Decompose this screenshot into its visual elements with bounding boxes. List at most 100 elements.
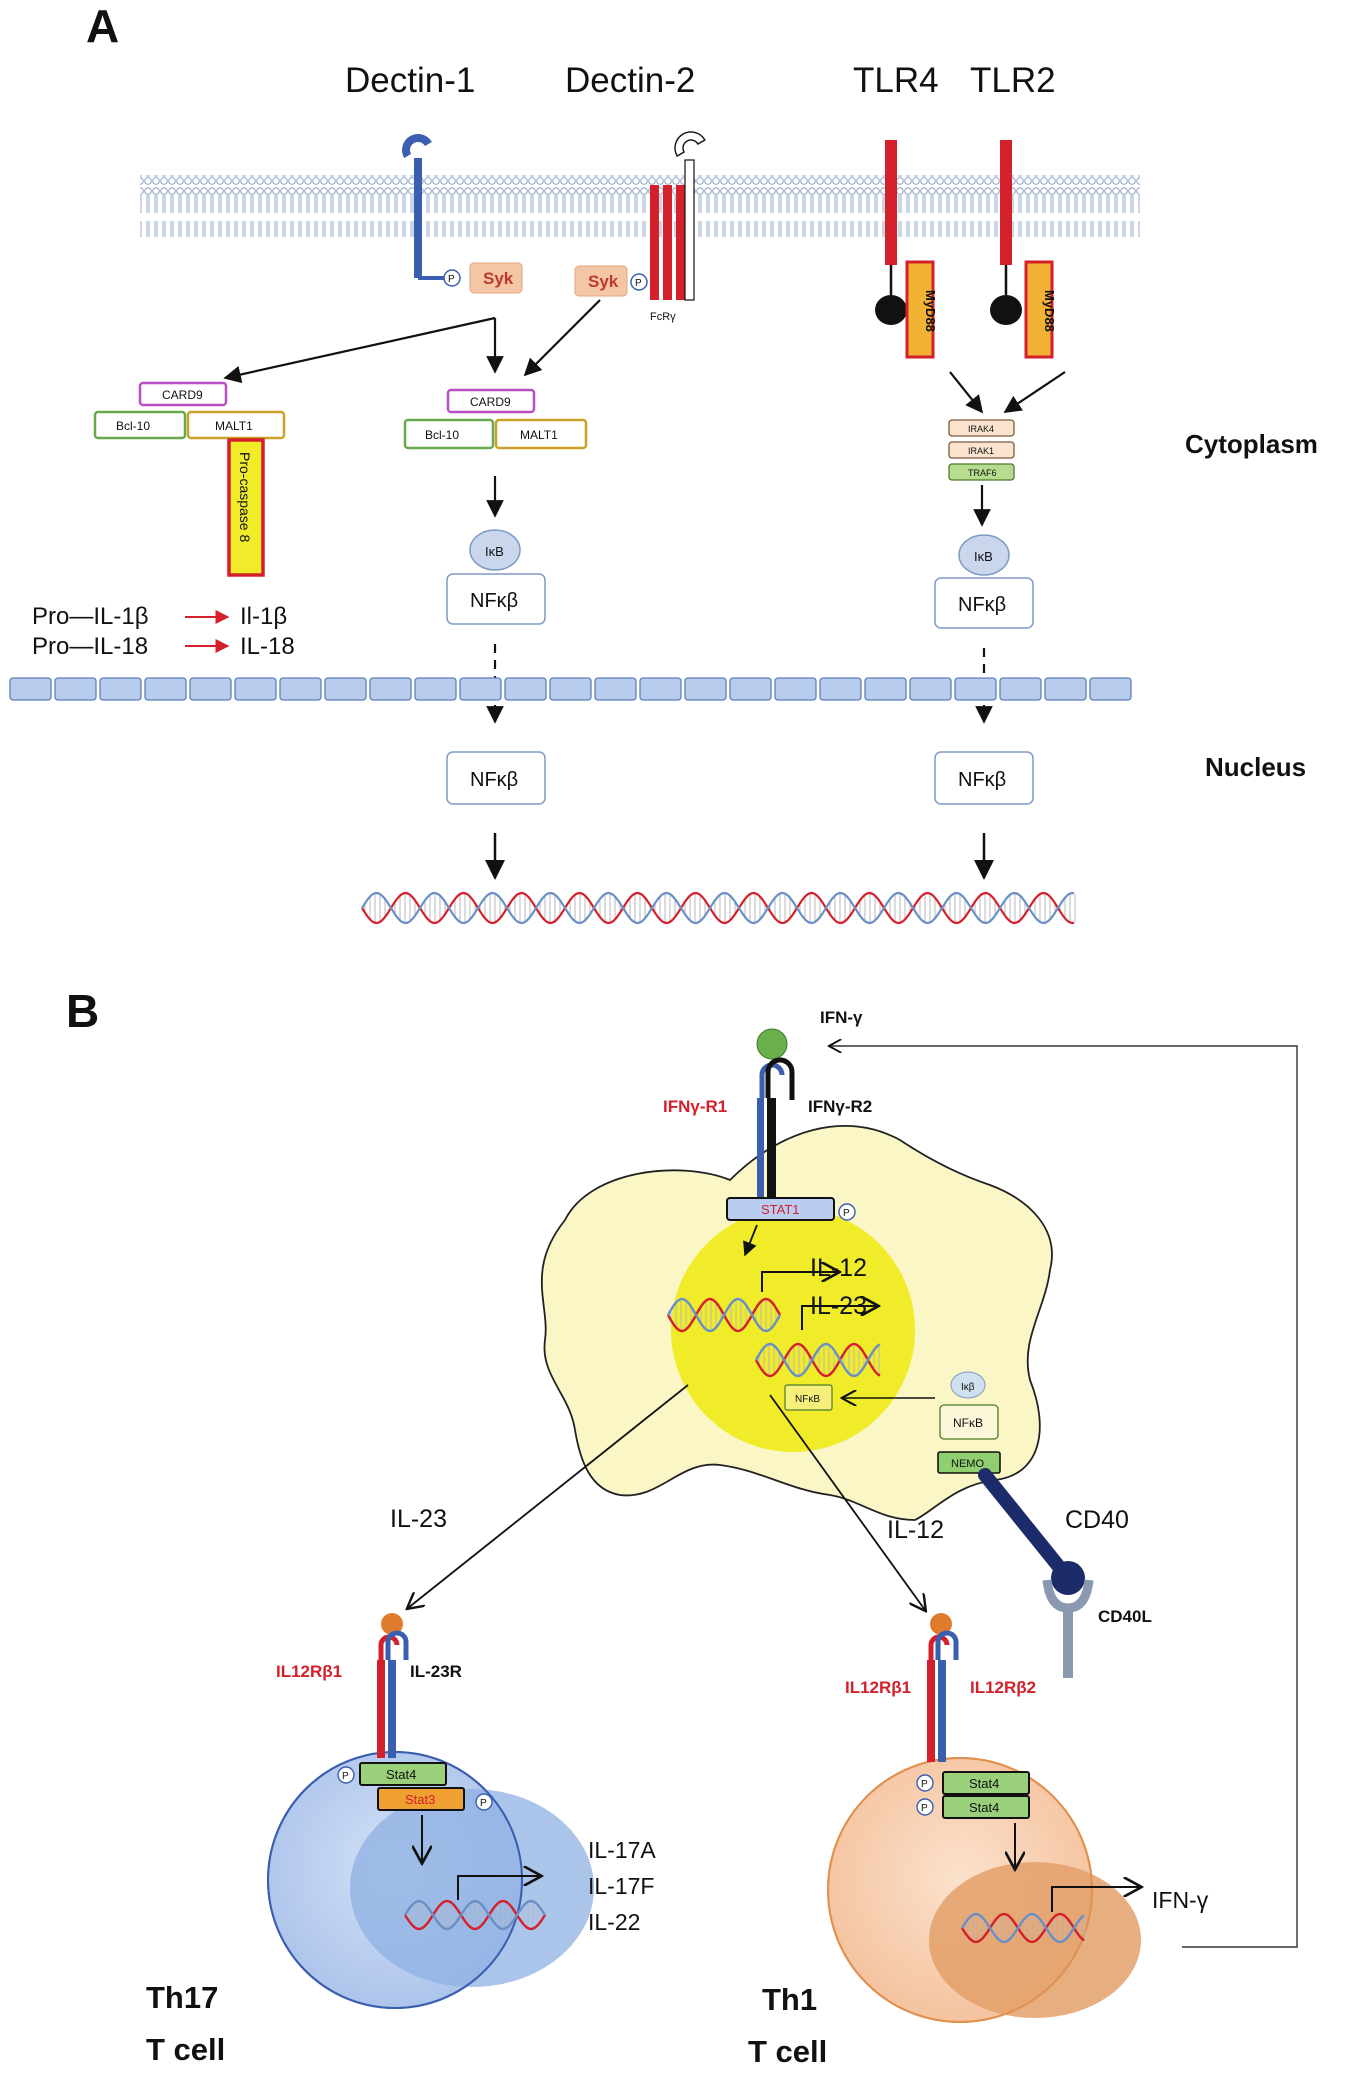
arrow-tlr2-irak bbox=[1003, 371, 1066, 413]
il12rb1-left-stem bbox=[377, 1660, 385, 1758]
cytoplasm-label: Cytoplasm bbox=[1185, 429, 1318, 459]
il22-label: IL-22 bbox=[588, 1909, 640, 1935]
stat3-phospho-label: P bbox=[480, 1798, 487, 1809]
myd88-tlr4-label: MyD88 bbox=[923, 290, 938, 332]
dna-helix-panel-a bbox=[361, 891, 1076, 925]
il12-out-label: IL-12 bbox=[810, 1254, 867, 1282]
nuclear-pore-segment-13 bbox=[594, 677, 637, 701]
irak1-label: IRAK1 bbox=[968, 446, 994, 456]
irak4-label: IRAK4 bbox=[968, 424, 994, 434]
nuclear-pore-segment-2 bbox=[99, 677, 142, 701]
irak-traf-stack: IRAK4 IRAK1 TRAF6 bbox=[948, 419, 1015, 481]
card9-complex-left: CARD9 Bcl-10 MALT1 Pro-caspase 8 bbox=[93, 381, 286, 577]
il23r-label: IL-23R bbox=[410, 1662, 462, 1681]
arrow-stat1-nucleus bbox=[743, 1224, 758, 1257]
pro-il1b-label: Pro—IL-1β bbox=[32, 603, 149, 630]
stat4-th17-label: Stat4 bbox=[386, 1767, 416, 1782]
nfkb-cyto-left-label: NFκβ bbox=[470, 590, 518, 612]
tlr2-label: TLR2 bbox=[970, 61, 1056, 100]
th1-cell-outline bbox=[827, 1757, 1093, 2023]
fcr-label: FcRγ bbox=[650, 311, 676, 323]
nuclear-pore-segment-12 bbox=[549, 677, 592, 701]
ikb-right-label: IκB bbox=[974, 549, 993, 564]
nuclear-pore-segment-22 bbox=[999, 677, 1042, 701]
nuclear-pore-segment-21 bbox=[954, 677, 997, 701]
nfkb-cyto-right bbox=[934, 577, 1034, 629]
dna-helix-th17 bbox=[403, 1899, 547, 1931]
dectin1-receptor: P Syk bbox=[402, 134, 523, 294]
ifngr2-cap bbox=[765, 1057, 795, 1100]
th1-label-line2: T cell bbox=[748, 2034, 827, 2069]
stat4-b-phospho-label: P bbox=[921, 1803, 928, 1814]
malt1-mid-label: MALT1 bbox=[520, 428, 558, 442]
dectin2-label: Dectin-2 bbox=[565, 61, 695, 100]
procaspase8-label: Pro-caspase 8 bbox=[237, 452, 253, 542]
nuclear-pore-segment-23 bbox=[1044, 677, 1087, 701]
dectin2-phospho: P bbox=[635, 278, 642, 289]
nuclear-pore-segment-1 bbox=[54, 677, 97, 701]
il12-transcription-arrow bbox=[761, 1272, 838, 1292]
nfkb-nuc-left bbox=[446, 751, 546, 805]
il23-out-label: IL-23 bbox=[810, 1292, 867, 1320]
ifngr1-label: IFNγ-R1 bbox=[663, 1097, 727, 1116]
nuclear-pore-segment-15 bbox=[684, 677, 727, 701]
cd40-head bbox=[1051, 1561, 1085, 1595]
th17-label-line2: T cell bbox=[146, 2032, 225, 2067]
nuclear-pore-segment-19 bbox=[864, 677, 907, 701]
ikb-macrophage-label: Iκβ bbox=[961, 1382, 975, 1393]
ifng-top-label: IFN-γ bbox=[820, 1008, 863, 1027]
stat1-box bbox=[726, 1197, 835, 1221]
dna-helix-th1 bbox=[960, 1912, 1086, 1944]
il12rb2-cap bbox=[935, 1630, 959, 1660]
ifng-th1-label: IFN-γ bbox=[1152, 1887, 1209, 1913]
malt1-left-label: MALT1 bbox=[215, 419, 253, 433]
il12rb2-label: IL12Rβ2 bbox=[970, 1678, 1036, 1697]
dectin2-receptor: FcRγ P Syk bbox=[574, 131, 706, 323]
tlr2-receptor: MyD88 bbox=[990, 140, 1057, 359]
dnaA-strand-red bbox=[361, 891, 1075, 925]
il23-transcription-arrow bbox=[801, 1306, 877, 1330]
stat1-phospho-label: P bbox=[843, 1208, 850, 1219]
stat4-th1-a-box bbox=[942, 1771, 1030, 1795]
nuclear-pore-segment-14 bbox=[639, 677, 682, 701]
nuclear-pore-segment-16 bbox=[729, 677, 772, 701]
nucleus-label: Nucleus bbox=[1205, 752, 1306, 782]
nuclear-pore-segment-24 bbox=[1089, 677, 1132, 701]
dnaB2-strand-red bbox=[754, 1342, 881, 1378]
syk-2-label: Syk bbox=[588, 272, 619, 291]
nfkb-nucleus-label: NFκB bbox=[795, 1394, 820, 1405]
il1b-label: Il-1β bbox=[240, 603, 287, 630]
il23r-stem bbox=[388, 1660, 396, 1758]
dna-helix-macrophage-2 bbox=[754, 1342, 881, 1378]
tlr4-receptor: MyD88 bbox=[875, 140, 938, 359]
ifngr1-cap bbox=[759, 1062, 785, 1098]
il12rb1-right-label: IL12Rβ1 bbox=[845, 1678, 911, 1697]
stat4-th1-a-label: Stat4 bbox=[969, 1776, 999, 1791]
traf6-label: TRAF6 bbox=[968, 468, 997, 478]
card9-left-label: CARD9 bbox=[162, 388, 203, 402]
nfkb-cyto-left bbox=[446, 573, 546, 625]
il17a-label: IL-17A bbox=[588, 1837, 656, 1863]
bcl10-mid-label: Bcl-10 bbox=[425, 428, 459, 442]
ifngr1-stem bbox=[757, 1098, 764, 1200]
nuclear-pore-segment-17 bbox=[774, 677, 817, 701]
cd40-label: CD40 bbox=[1065, 1506, 1129, 1534]
dnaA-strand-blue bbox=[361, 891, 1075, 925]
stat4-b-phospho bbox=[916, 1798, 934, 1816]
dnaTh1-strand-blue bbox=[960, 1912, 1085, 1944]
stat4-th17-phospho-label: P bbox=[342, 1771, 349, 1782]
th1-label-line1: Th1 bbox=[762, 1982, 817, 2017]
nemo-box bbox=[937, 1451, 1001, 1474]
card9-complex-middle: CARD9 Bcl-10 MALT1 bbox=[403, 388, 588, 450]
il23-arrow-label: IL-23 bbox=[390, 1505, 447, 1533]
nuclear-pore-segment-6 bbox=[279, 677, 322, 701]
ifng-feedback-arrow bbox=[830, 1046, 1298, 1948]
th17-label-line1: Th17 bbox=[146, 1980, 218, 2015]
ikb-left bbox=[469, 529, 521, 571]
dnaB2-strand-blue bbox=[754, 1342, 881, 1378]
th17-nucleus bbox=[350, 1789, 594, 1987]
nuclear-pore-segment-10 bbox=[459, 677, 502, 701]
stat3-box bbox=[377, 1787, 465, 1811]
stat4-th17-phospho bbox=[337, 1766, 355, 1784]
nfkb-macrophage-box bbox=[939, 1404, 999, 1440]
